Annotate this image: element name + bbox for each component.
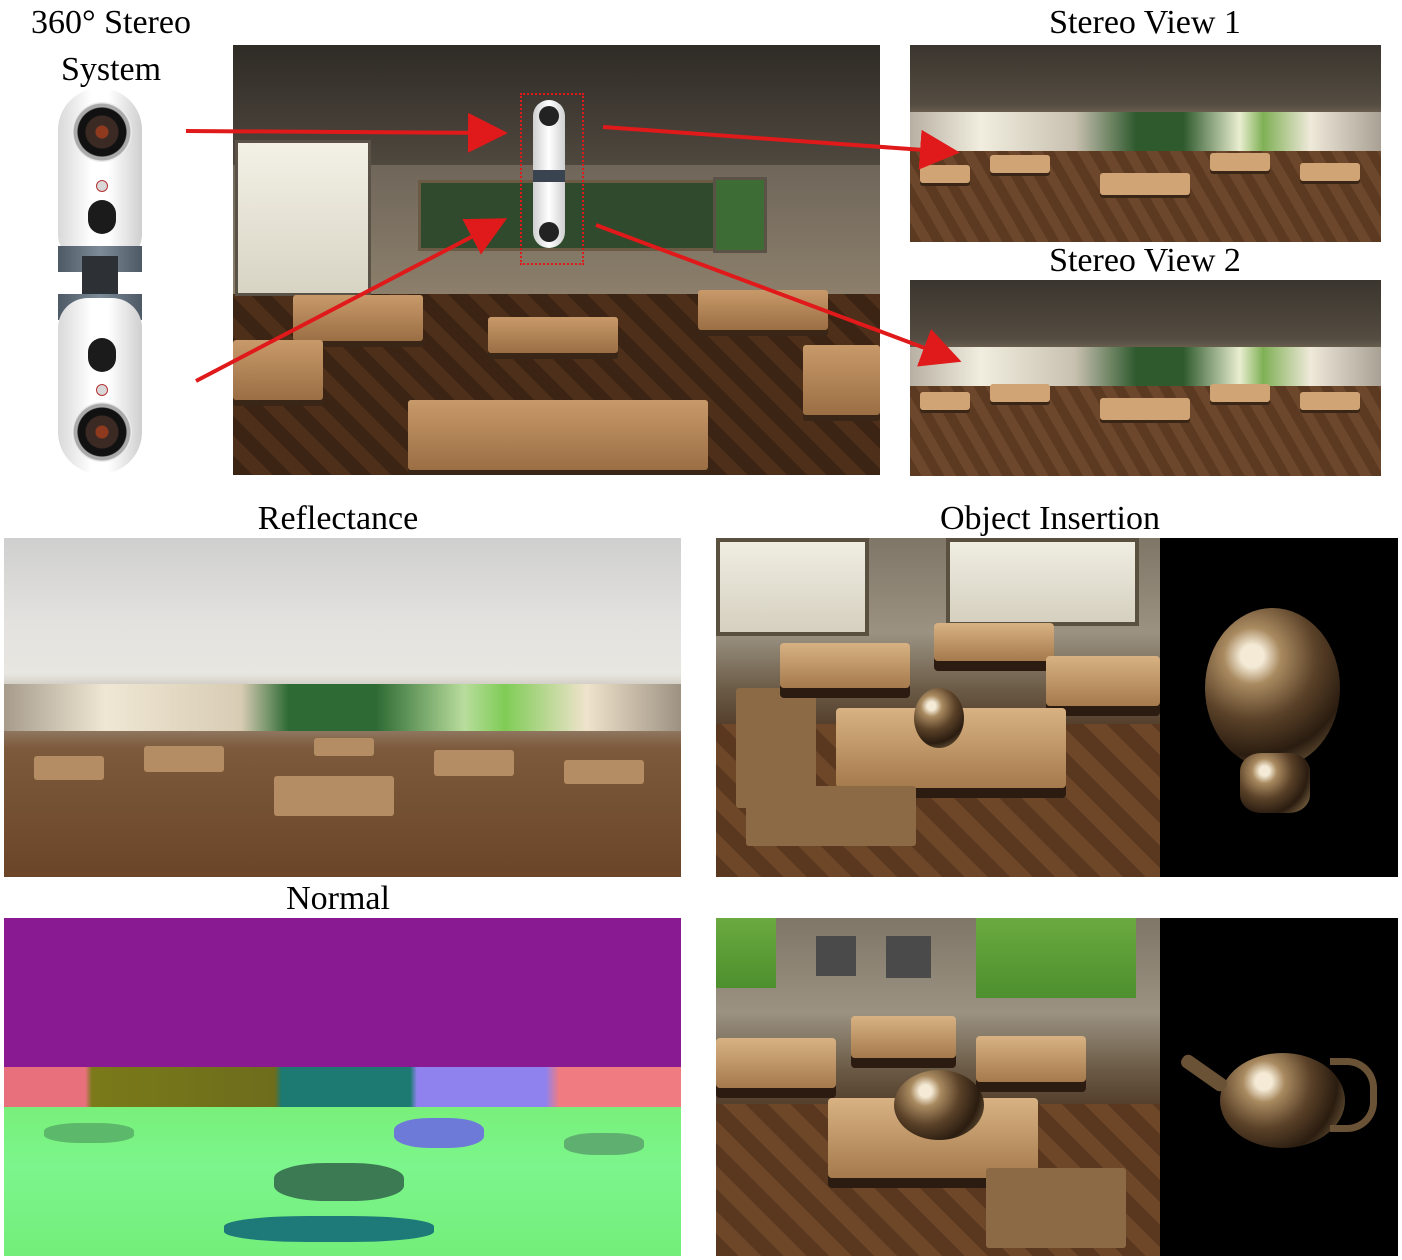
desk — [1300, 392, 1360, 410]
window — [716, 538, 869, 636]
desk — [1210, 153, 1270, 171]
wall-poster — [886, 936, 931, 978]
desk — [990, 155, 1050, 173]
window-strip — [910, 111, 1381, 152]
desk — [1300, 163, 1360, 181]
mini-camera-icon — [533, 100, 565, 248]
window-strip — [4, 683, 681, 732]
normal-label: Normal — [286, 880, 390, 917]
desk — [564, 760, 644, 784]
window-green — [716, 918, 776, 988]
camera-button-icon — [96, 384, 108, 396]
camera-top-body — [58, 88, 142, 264]
object-render-2 — [1160, 918, 1398, 1256]
desk — [293, 295, 423, 341]
desk — [1100, 173, 1190, 195]
desk — [920, 392, 970, 410]
chrome-bird-icon — [1205, 608, 1340, 768]
window — [946, 538, 1139, 626]
desk — [698, 290, 828, 330]
normal-desk-blob — [394, 1118, 484, 1148]
desk — [1046, 656, 1160, 706]
chrome-teapot-icon — [894, 1070, 984, 1140]
system-title-line1: 360° Stereo — [31, 4, 191, 41]
desk — [803, 345, 880, 415]
window-strip — [910, 346, 1381, 386]
window-green — [976, 918, 1136, 998]
camera-button-icon — [96, 180, 108, 192]
camera-lens-icon — [72, 402, 132, 462]
desk — [314, 738, 374, 756]
normal-desk-blob — [224, 1216, 434, 1242]
desk — [144, 746, 224, 772]
camera-highlight-box — [520, 93, 584, 265]
stereo-camera-icon — [40, 88, 160, 478]
normal-desk-blob — [274, 1163, 404, 1201]
desk — [274, 776, 394, 816]
stereo-view-2-label: Stereo View 2 — [1049, 242, 1241, 279]
normal-wall-band — [4, 1066, 681, 1115]
desk — [851, 1016, 956, 1058]
stereo-view-1-image — [910, 45, 1381, 242]
camera-window-icon — [88, 338, 116, 372]
stereo-view-1-label: Stereo View 1 — [1049, 4, 1241, 41]
desk — [34, 756, 104, 780]
desk — [1210, 384, 1270, 402]
teapot-spout-icon — [1178, 1052, 1230, 1094]
camera-lens-icon — [72, 102, 132, 162]
chair — [746, 786, 916, 846]
classroom-panorama — [233, 45, 880, 475]
object-insertion-label: Object Insertion — [940, 500, 1160, 537]
object-insertion-scene-1 — [716, 538, 1160, 877]
normal-desk-blob — [564, 1133, 644, 1155]
chrome-bird-icon — [914, 688, 964, 748]
system-title-line2: System — [60, 51, 162, 88]
reflectance-label: Reflectance — [257, 500, 419, 537]
window — [235, 140, 371, 296]
desk — [434, 750, 514, 776]
desk — [920, 165, 970, 183]
desk — [976, 1036, 1086, 1082]
camera-window-icon — [88, 200, 116, 234]
desk — [716, 1038, 836, 1088]
chrome-teapot-icon — [1220, 1053, 1345, 1148]
normal-desk-blob — [44, 1123, 134, 1143]
desk — [1100, 398, 1190, 420]
chrome-bird-feet-icon — [1240, 753, 1310, 813]
wall-poster — [816, 936, 856, 976]
desk — [990, 384, 1050, 402]
desk — [488, 317, 618, 353]
desk — [408, 400, 708, 470]
stereo-view-2-image — [910, 280, 1381, 476]
reflectance-image — [4, 538, 681, 877]
object-insertion-scene-2 — [716, 918, 1160, 1256]
desk — [934, 623, 1054, 661]
camera-bottom-body — [58, 298, 142, 474]
teapot-handle-icon — [1330, 1058, 1377, 1132]
object-render-1 — [1160, 538, 1398, 877]
desk — [780, 643, 910, 688]
chair — [986, 1168, 1126, 1248]
normal-map-image — [4, 918, 681, 1256]
window — [713, 177, 767, 253]
desk — [233, 340, 323, 400]
